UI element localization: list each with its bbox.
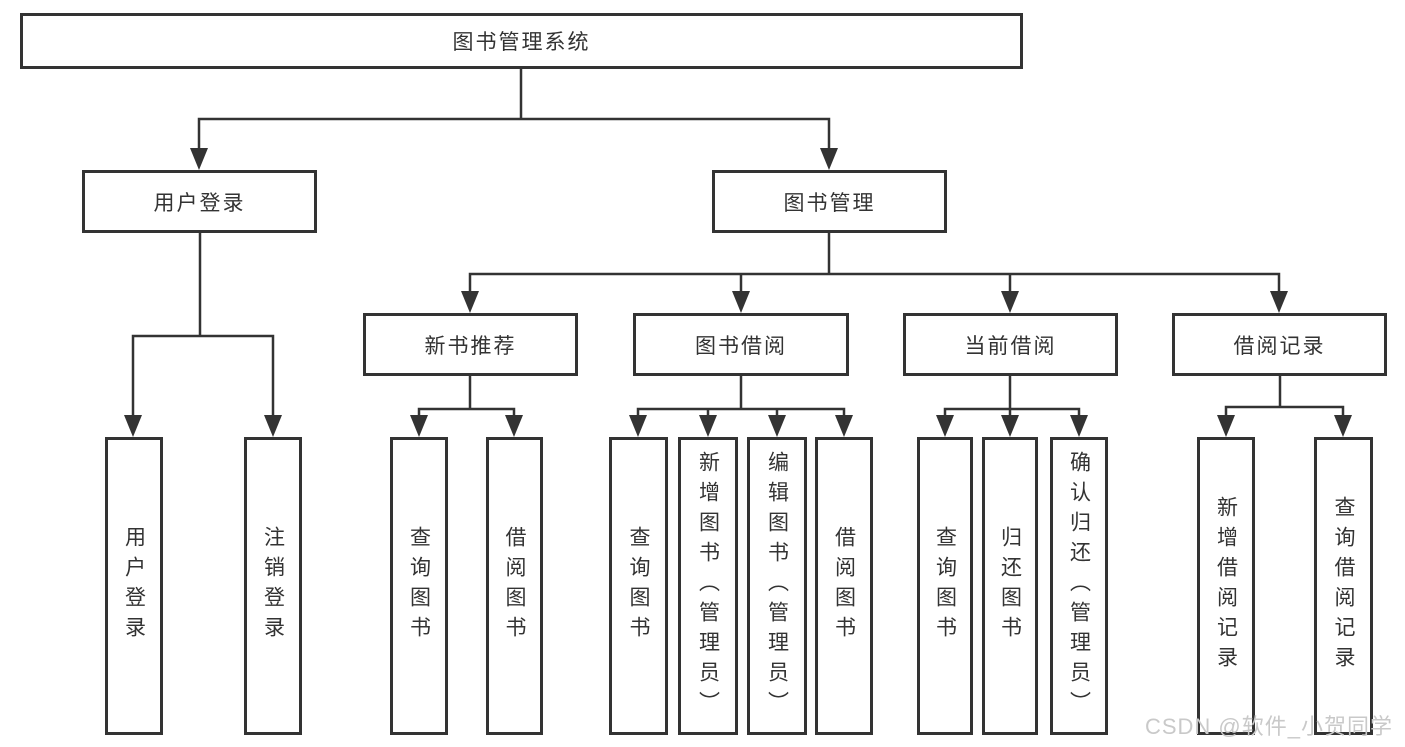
connector-root-to-level2 xyxy=(197,69,831,155)
leaf-label: 借阅图书 xyxy=(503,526,526,646)
arrow-down-icon xyxy=(732,291,750,313)
node-current-borrow: 当前借阅 xyxy=(903,313,1118,376)
node-root-label: 图书管理系统 xyxy=(452,31,591,54)
connector-book-management-children xyxy=(468,233,1281,299)
leaf-query-borrow-record: 查询借阅记录 xyxy=(1314,437,1373,735)
arrow-down-icon xyxy=(1070,415,1088,437)
arrow-down-icon xyxy=(124,415,142,437)
arrowheads xyxy=(124,148,1352,437)
arrow-down-icon xyxy=(190,148,208,170)
arrow-down-icon xyxy=(264,415,282,437)
leaf-borrow-books-recommend: 借阅图书 xyxy=(486,437,543,735)
leaf-label: 编辑图书（管理员） xyxy=(765,451,789,721)
arrow-down-icon xyxy=(936,415,954,437)
leaf-label: 归还图书 xyxy=(998,526,1022,646)
arrow-down-icon xyxy=(505,415,523,437)
arrow-down-icon xyxy=(1217,415,1235,437)
node-book-management: 图书管理 xyxy=(712,170,947,233)
leaf-add-borrow-record: 新增借阅记录 xyxy=(1197,437,1255,735)
node-new-book-recommend: 新书推荐 xyxy=(363,313,578,376)
leaf-label: 新增图书（管理员） xyxy=(696,451,720,721)
connector-borrow-records-children xyxy=(1224,376,1345,423)
leaf-return-book: 归还图书 xyxy=(982,437,1038,735)
node-borrow-records-label: 借阅记录 xyxy=(1233,334,1326,358)
node-current-borrow-label: 当前借阅 xyxy=(964,334,1057,358)
leaf-logout: 注销登录 xyxy=(244,437,302,735)
leaf-label: 查询图书 xyxy=(933,526,957,646)
leaf-edit-book-admin: 编辑图书（管理员） xyxy=(747,437,807,735)
leaf-label: 查询借阅记录 xyxy=(1332,496,1355,676)
arrow-down-icon xyxy=(835,415,853,437)
node-root: 图书管理系统 xyxy=(20,13,1023,69)
leaf-label: 确认归还（管理员） xyxy=(1067,451,1091,721)
connector-new-book-children xyxy=(417,376,516,423)
node-user-login-label: 用户登录 xyxy=(153,191,246,215)
leaf-label: 新增借阅记录 xyxy=(1214,496,1238,676)
connector-user-login-children xyxy=(131,233,275,424)
node-user-login: 用户登录 xyxy=(82,170,317,233)
leaf-label: 用户登录 xyxy=(122,526,146,646)
arrow-down-icon xyxy=(1334,415,1352,437)
leaf-query-books-borrow: 查询图书 xyxy=(609,437,668,735)
arrow-down-icon xyxy=(629,415,647,437)
arrow-down-icon xyxy=(768,415,786,437)
leaf-label: 查询图书 xyxy=(407,526,431,646)
leaf-label: 借阅图书 xyxy=(832,526,856,646)
leaf-query-books-current: 查询图书 xyxy=(917,437,973,735)
arrow-down-icon xyxy=(1270,291,1288,313)
leaf-user-login: 用户登录 xyxy=(105,437,163,735)
node-new-book-recommend-label: 新书推荐 xyxy=(424,334,517,358)
csdn-watermark: CSDN @软件_小贺同学 xyxy=(1144,714,1393,739)
leaf-label: 查询图书 xyxy=(627,526,650,646)
arrow-down-icon xyxy=(1001,291,1019,313)
leaf-confirm-return-admin: 确认归还（管理员） xyxy=(1050,437,1108,735)
leaf-label: 注销登录 xyxy=(261,526,285,646)
connector-book-borrow-children xyxy=(636,376,846,423)
node-borrow-records: 借阅记录 xyxy=(1172,313,1387,376)
node-book-borrow-label: 图书借阅 xyxy=(695,334,787,358)
arrow-down-icon xyxy=(461,291,479,313)
leaf-query-books-recommend: 查询图书 xyxy=(390,437,448,735)
arrow-down-icon xyxy=(410,415,428,437)
arrow-down-icon xyxy=(1001,415,1019,437)
leaf-borrow-books: 借阅图书 xyxy=(815,437,873,735)
leaf-add-book-admin: 新增图书（管理员） xyxy=(678,437,738,735)
node-book-borrow: 图书借阅 xyxy=(633,313,849,376)
arrow-down-icon xyxy=(699,415,717,437)
arrow-down-icon xyxy=(820,148,838,170)
node-book-management-label: 图书管理 xyxy=(783,191,876,215)
